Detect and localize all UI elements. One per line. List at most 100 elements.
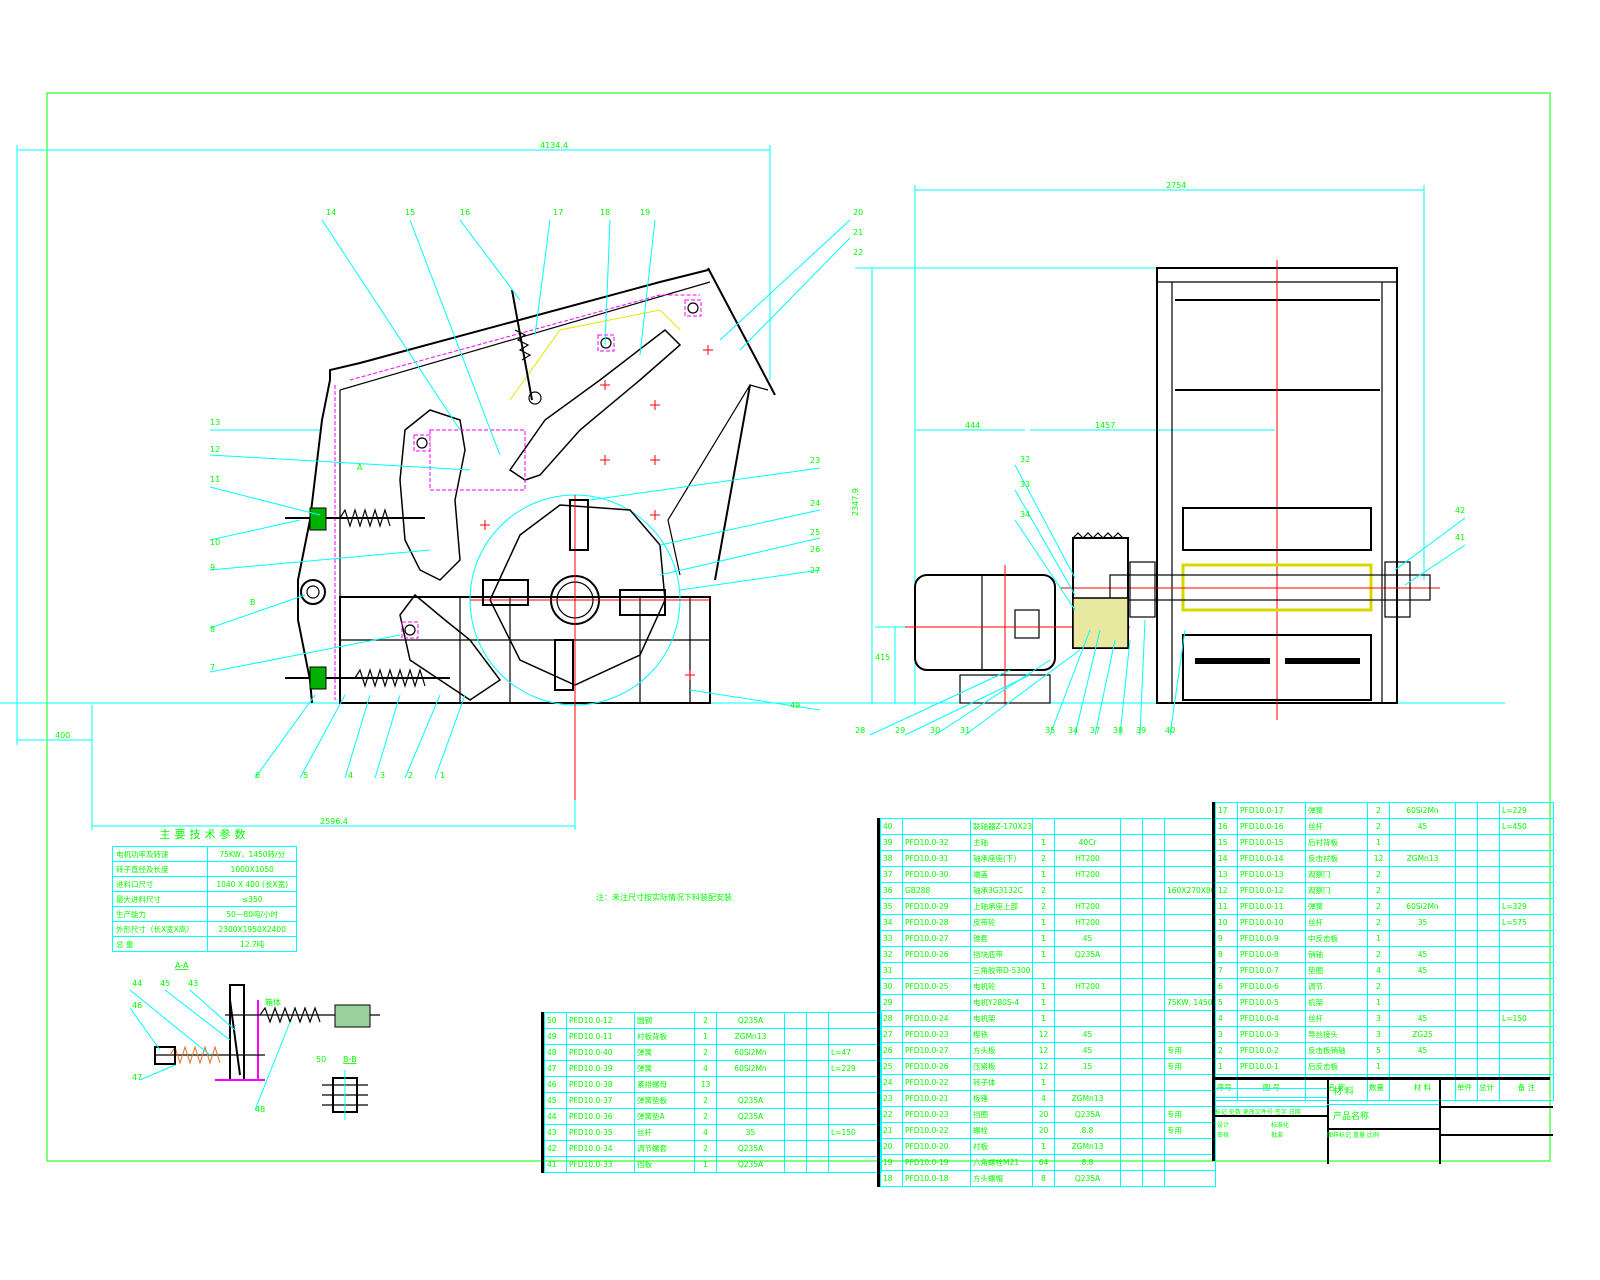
svg-text:31: 31 <box>960 726 970 735</box>
tb-mark: 标记 <box>1215 1109 1228 1116</box>
bom-cell-note: 160X270X86 <box>1164 882 1216 899</box>
bom-cell-qty: 1 <box>1367 834 1390 851</box>
bom-cell-material: 45 <box>1389 1010 1456 1027</box>
bom-cell-name: 调节螺套 <box>634 1140 695 1157</box>
bom-cell-note <box>1499 882 1554 899</box>
svg-text:4134.4: 4134.4 <box>540 141 568 150</box>
bom-cell-tw <box>1477 850 1500 867</box>
svg-text:22: 22 <box>853 248 863 257</box>
bom-cell-no: 6 <box>1215 978 1238 995</box>
svg-text:A: A <box>357 463 363 472</box>
bom-cell-code: PFD10.0-31 <box>902 850 971 867</box>
bom-cell-material <box>1389 834 1456 851</box>
bom-cell-material: ZGMn13 <box>1389 850 1456 867</box>
bom-cell-material <box>1389 1058 1456 1075</box>
bom-cell-code: PFD10.0-15 <box>1237 834 1306 851</box>
tb-std: 标准化 <box>1271 1122 1290 1129</box>
bom-cell-name: 反击板销轴 <box>1305 1042 1368 1059</box>
bom-cell-uw <box>1120 1122 1143 1139</box>
svg-text:8: 8 <box>210 625 215 634</box>
bom-cell-note <box>828 1028 882 1045</box>
bom-cell-uw <box>784 1108 807 1125</box>
bom-cell-material <box>1054 1074 1121 1091</box>
bom-cell-no: 36 <box>880 882 903 899</box>
bom-cell-name: 电机架 <box>970 1010 1033 1027</box>
bom-cell-uw <box>1120 1042 1143 1059</box>
bom-cell-tw <box>1142 914 1165 931</box>
svg-text:15: 15 <box>405 208 415 217</box>
bom-cell-tw <box>1142 1026 1165 1043</box>
bom-cell-name: 板锤 <box>970 1090 1033 1107</box>
bom-cell-name: 方头螺帽 <box>970 1170 1033 1187</box>
bom-cell-note <box>1164 1074 1216 1091</box>
bom-cell-code: PFD10.0-33 <box>566 1156 635 1173</box>
bom-cell-material <box>1054 994 1121 1011</box>
bom-cell-note <box>1499 930 1554 947</box>
bom-cell-tw <box>1142 1106 1165 1123</box>
svg-text:444: 444 <box>965 421 980 430</box>
bom-cell-no: 11 <box>1215 898 1238 915</box>
bom-cell-name: 上轴承座上部 <box>970 898 1033 915</box>
svg-text:48: 48 <box>255 1105 265 1114</box>
bom-cell-code: PFD10.0-35 <box>566 1124 635 1141</box>
bom-cell-no: 49 <box>544 1028 567 1045</box>
bom-cell-material: Q235A <box>716 1108 785 1125</box>
bom-cell-code: PFD10.0-28 <box>902 914 971 931</box>
bom-cell-name: 压紧板 <box>970 1058 1033 1075</box>
bom-cell-qty: 12 <box>1032 1058 1055 1075</box>
bom-cell-code: PFD10.0-22 <box>902 1122 971 1139</box>
title-block: 标记 处数 更改文件号 签字 日期 设计 审核 标准化 批准 材 料 产品名称 … <box>1212 1077 1553 1164</box>
bom-cell-code: PFD10.0-22 <box>902 1074 971 1091</box>
bom-cell-code: PFD10.0-27 <box>902 1042 971 1059</box>
bom-cell-qty: 3 <box>1367 1010 1390 1027</box>
bom-cell-qty: 2 <box>1032 882 1055 899</box>
bom-cell-qty <box>1032 818 1055 835</box>
bom-cell-qty: 2 <box>694 1140 717 1157</box>
bom-cell-qty: 1 <box>1032 994 1055 1011</box>
svg-text:9: 9 <box>210 563 215 572</box>
bom-cell-material: 60Si2Mn <box>1389 898 1456 915</box>
bom-cell-material <box>716 1076 785 1093</box>
bom-cell-uw <box>1120 898 1143 915</box>
bom-cell-no: 32 <box>880 946 903 963</box>
dim-overall-length: 4134.4 <box>16 141 771 745</box>
bom-cell-name: 弹簧 <box>634 1044 695 1061</box>
bom-cell-uw <box>1120 866 1143 883</box>
bom-cell-qty: 2 <box>1367 946 1390 963</box>
bom-cell-note <box>1164 1010 1216 1027</box>
bom-cell-qty: 1 <box>1367 930 1390 947</box>
bom-cell-no: 28 <box>880 1010 903 1027</box>
bom-cell-code: PFD10.0-26 <box>902 1058 971 1075</box>
bom-cell-code: PFD10.0-34 <box>566 1140 635 1157</box>
bom-cell-qty: 20 <box>1032 1122 1055 1139</box>
bom-cell-name: 弹簧 <box>1305 802 1368 819</box>
bom-cell-material: HT200 <box>1054 898 1121 915</box>
bom-cell-no: 41 <box>544 1156 567 1173</box>
bom-cell-no: 1 <box>1215 1058 1238 1075</box>
tb-product-label: 产品名称 <box>1333 1112 1370 1122</box>
tb-stage: 图样标记 <box>1327 1132 1352 1139</box>
bom-cell-no: 38 <box>880 850 903 867</box>
bom-cell-material: 45 <box>1054 930 1121 947</box>
bom-cell-tw <box>1142 1090 1165 1107</box>
tb-approve: 批准 <box>1271 1132 1284 1139</box>
bom-cell-uw <box>1120 1138 1143 1155</box>
bom-cell-tw <box>806 1156 829 1173</box>
bom-cell-no: 30 <box>880 978 903 995</box>
bom-cell-uw <box>1120 978 1143 995</box>
bom-cell-uw <box>1455 978 1478 995</box>
bom-cell-no: 12 <box>1215 882 1238 899</box>
bom-cell-material: Q235A <box>1054 946 1121 963</box>
bom-cell-name: 皮带轮 <box>970 914 1033 931</box>
